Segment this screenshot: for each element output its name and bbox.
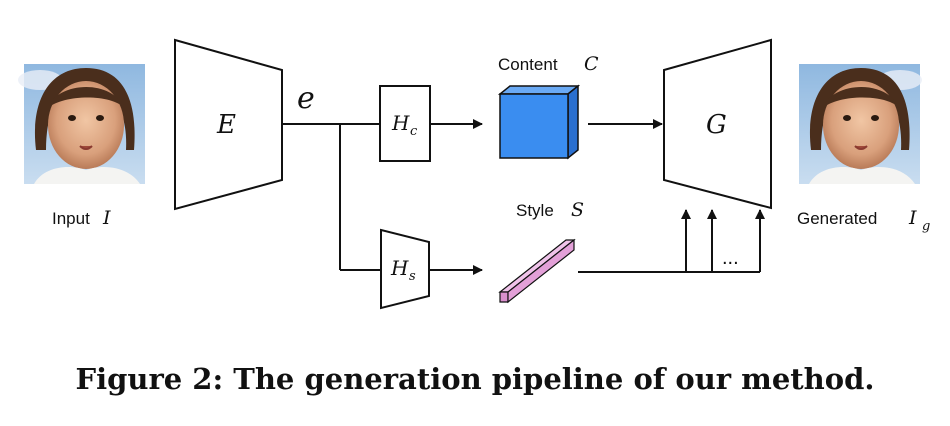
generator-symbol: G xyxy=(706,110,727,140)
style-head-symbol: H xyxy=(390,256,409,280)
input-photo xyxy=(18,64,145,184)
figure-caption: Figure 2: The generation pipeline of our… xyxy=(75,362,875,396)
style-symbol: S xyxy=(571,199,584,221)
ellipsis: ... xyxy=(722,247,739,269)
content-cube xyxy=(497,84,581,160)
generator-block xyxy=(663,38,772,210)
style-head-sub: s xyxy=(409,269,416,284)
encoder-symbol: E xyxy=(216,110,236,140)
content-symbol: C xyxy=(584,53,599,75)
embedding-symbol: e xyxy=(297,81,315,116)
content-label: Content xyxy=(498,55,558,74)
content-head-symbol: H xyxy=(391,111,410,135)
style-bar xyxy=(498,238,576,304)
generated-photo xyxy=(799,64,922,184)
generated-label: Generated xyxy=(797,209,877,228)
input-symbol: I xyxy=(102,207,111,229)
generated-symbol: I xyxy=(908,207,917,229)
input-label: Input xyxy=(52,209,90,228)
generated-sub: g xyxy=(922,219,930,234)
style-head-box xyxy=(380,228,430,310)
encoder-block xyxy=(174,38,283,211)
style-label: Style xyxy=(516,201,554,220)
content-head-sub: c xyxy=(410,124,418,139)
